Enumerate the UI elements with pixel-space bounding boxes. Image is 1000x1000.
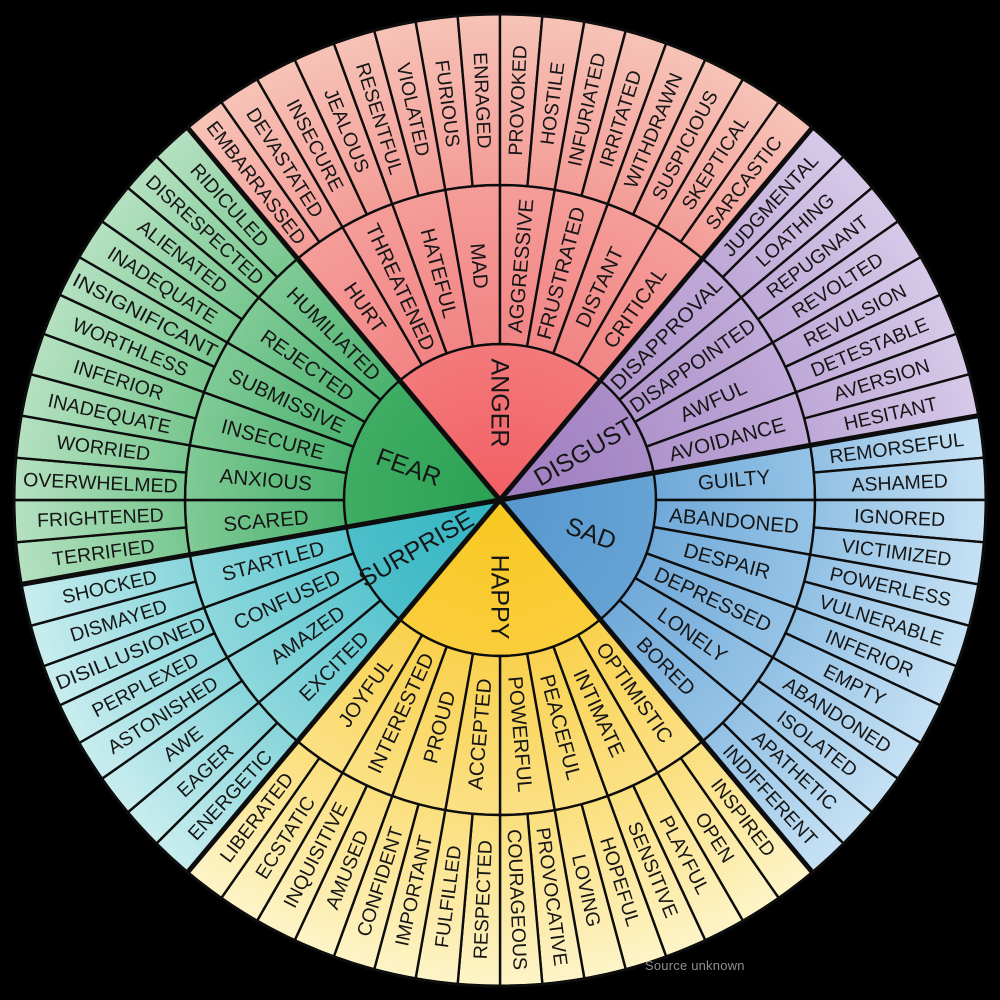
core-label: ANGER — [485, 359, 513, 448]
source-note: Source unknown — [645, 958, 745, 973]
section-divider — [498, 498, 815, 874]
outer-label: PROVOKED — [505, 45, 532, 156]
section-divider — [20, 497, 501, 587]
outer-label: ENRAGED — [469, 52, 495, 149]
section-divider — [499, 413, 980, 503]
section-divider — [498, 126, 815, 502]
section-divider — [185, 126, 502, 502]
wheel-rim — [12, 12, 988, 988]
section-sad: SADGUILTYABANDONEDDESPAIRDEPRESSEDLONELY… — [498, 414, 988, 874]
outer-label: RESPECTED — [470, 840, 497, 960]
outer-label: ASHAMED — [851, 470, 948, 496]
middle-label: MAD — [465, 242, 492, 289]
core-label: HAPPY — [485, 555, 513, 640]
section-divider — [185, 498, 502, 874]
outer-label: IGNORED — [854, 505, 946, 531]
